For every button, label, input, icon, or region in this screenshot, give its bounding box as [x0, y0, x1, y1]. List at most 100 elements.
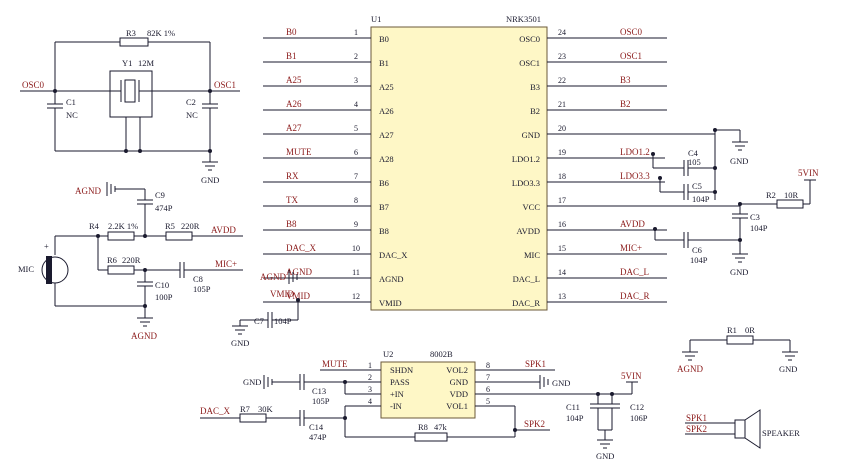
y1-ref: Y1	[122, 58, 132, 68]
pin-name: VOL1	[446, 401, 468, 411]
u2-pin-4: 4-IN	[345, 397, 402, 411]
pin-name: VDD	[450, 389, 468, 399]
net-label: B2	[620, 99, 631, 109]
pin-name: AVDD	[517, 226, 540, 236]
pin-number: 9	[354, 220, 358, 229]
c4-ref: C4	[688, 148, 699, 158]
c9-value: 474P	[155, 203, 173, 213]
pin-number: 12	[352, 292, 360, 301]
pin-number: 19	[558, 148, 566, 157]
r3-ref: R3	[126, 28, 136, 38]
pin-number: 5	[354, 124, 358, 133]
pin-name: LDO1.2	[512, 154, 540, 164]
pin-number: 8	[354, 196, 358, 205]
pin-name: A25	[379, 82, 394, 92]
pin-name: LDO3.3	[512, 178, 540, 188]
pin-number: 8	[486, 361, 490, 370]
pin-name: B0	[379, 34, 389, 44]
supply-gnd-top-label: GND	[730, 156, 748, 166]
pin-name: DAC_R	[512, 298, 540, 308]
c11-value: 104P	[566, 413, 584, 423]
r4-value: 2.2K 1%	[108, 221, 138, 231]
pin-name: B7	[379, 202, 389, 212]
c3-ref: C3	[750, 212, 760, 222]
r8-ref: R8	[418, 422, 428, 432]
r3-value: 82K 1%	[147, 28, 175, 38]
pin-name: VCC	[523, 202, 541, 212]
c13-value: 105P	[312, 396, 330, 406]
net-label: AGND	[286, 267, 312, 277]
pin-name: SHDN	[390, 365, 413, 375]
amp-gnd-left-label: GND	[243, 377, 261, 387]
c8-ref: C8	[193, 274, 203, 284]
amp-spk2-label: SPK2	[524, 419, 545, 429]
supply-gnd-bottom-label: GND	[730, 267, 748, 277]
pin-number: 24	[558, 28, 566, 37]
pin-name: A26	[379, 106, 394, 116]
u1-part: NRK3501	[506, 14, 541, 24]
c9-ref: C9	[155, 190, 165, 200]
u1-chip: U1 NRK3501	[370, 14, 548, 311]
net-label: A27	[286, 123, 302, 133]
r6-value: 220R	[122, 255, 141, 265]
amp-vin-label: 5VIN	[621, 371, 642, 381]
mic-label: MIC	[18, 264, 34, 274]
pin-number: 14	[558, 268, 566, 277]
c5-value: 104P	[692, 194, 710, 204]
c10-value: 100P	[155, 292, 173, 302]
pin-name: DAC_X	[379, 250, 407, 260]
c14-ref: C14	[309, 422, 324, 432]
net-label: RX	[286, 171, 299, 181]
ground-link-gnd: GND	[779, 364, 797, 374]
c2-value: NC	[186, 110, 198, 120]
pin-number: 16	[558, 220, 566, 229]
pin-number: 1	[368, 361, 372, 370]
r2-resistor	[776, 199, 804, 209]
crystal-gnd-label: GND	[201, 175, 219, 185]
c3-value: 104P	[750, 223, 768, 233]
c4-value: 105	[688, 157, 701, 167]
c6-value: 104P	[690, 255, 708, 265]
amp-mute-label: MUTE	[322, 359, 348, 369]
c6-ref: C6	[692, 245, 702, 255]
pin-number: 4	[368, 397, 372, 406]
u2-part: 8002B	[430, 349, 453, 359]
mic-agnd-symbol	[137, 317, 153, 327]
mic-plus-net-label: MIC+	[215, 259, 237, 269]
net-label: OSC1	[620, 51, 642, 61]
c1-value: NC	[66, 110, 78, 120]
amp-circuit: MUTE GND C13 105P DAC_X R7 30K C14 474P …	[200, 359, 648, 461]
pin-name: PASS	[390, 377, 410, 387]
pin-number: 22	[558, 76, 566, 85]
c8-value: 105P	[193, 284, 211, 294]
r1-resistor	[726, 335, 754, 345]
u1-agnd-label: AGND	[260, 272, 286, 282]
r4-resistor	[107, 231, 135, 241]
c5-ref: C5	[692, 181, 702, 191]
c7-value: 104P	[274, 316, 292, 326]
pin-name: A28	[379, 154, 394, 164]
amp-dac-x-label: DAC_X	[200, 406, 231, 416]
net-label: AVDD	[620, 219, 645, 229]
r7-resistor	[239, 413, 267, 423]
pin-number: 6	[354, 148, 358, 157]
pin-name: OSC0	[519, 34, 540, 44]
y1-value: 12M	[138, 58, 155, 68]
pin-name: OSC1	[519, 58, 540, 68]
mic-agnd-bottom: AGND	[131, 331, 157, 341]
pin-number: 21	[558, 100, 566, 109]
pin-name: +IN	[390, 389, 404, 399]
